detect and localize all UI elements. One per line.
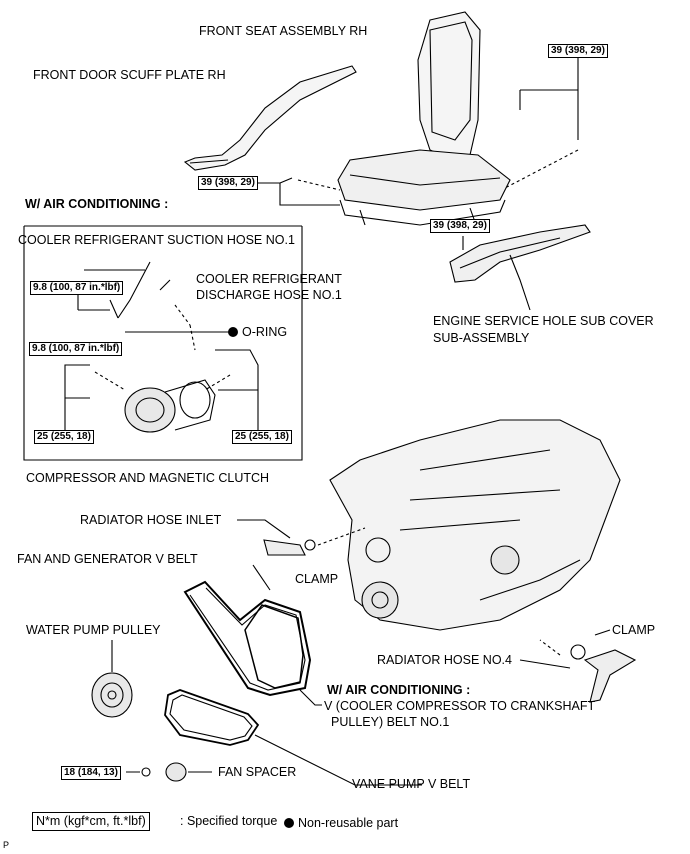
discharge-hose-label-line1: COOLER REFRIGERANT (196, 272, 342, 286)
legend-nonreusable-text: Non-reusable part (298, 816, 399, 830)
ac-belt-heading: W/ AIR CONDITIONING : (327, 683, 471, 697)
fan-belt-label: FAN AND GENERATOR V BELT (17, 552, 198, 566)
legend-torque-text: : Specified torque (180, 814, 278, 828)
torque-box-suction: 9.8 (100, 87 in.*lbf) (30, 281, 124, 295)
corner-mark: P (3, 840, 10, 850)
engine-cover-label-line2: SUB-ASSEMBLY (433, 331, 530, 345)
front-seat-label: FRONT SEAT ASSEMBLY RH (199, 24, 368, 38)
v-belt-label-line2: PULLEY) BELT NO.1 (331, 715, 450, 729)
front-seat-illustration (337, 11, 511, 226)
compressor-label: COMPRESSOR AND MAGNETIC CLUTCH (26, 471, 270, 485)
discharge-hose-label-line2: DISCHARGE HOSE NO.1 (196, 288, 342, 302)
belts-illustration (164, 580, 312, 746)
v-belt-label-line1: V (COOLER COMPRESSOR TO CRANKSHAFT (324, 699, 596, 713)
compressor-illustration (124, 379, 216, 433)
legend-dot-icon (284, 818, 294, 828)
non-reusable-dot-icon (228, 327, 238, 337)
o-ring-label: O-RING (228, 325, 287, 340)
torque-box-cover: 39 (398, 29) (430, 219, 490, 233)
legend-nonreusable: Non-reusable part (284, 816, 398, 831)
torque-box-discharge: 9.8 (100, 87 in.*lbf) (29, 342, 123, 356)
ac-section-heading: W/ AIR CONDITIONING : (25, 197, 169, 211)
water-pump-pulley-illustration (91, 672, 133, 718)
vane-pump-label: VANE PUMP V BELT (352, 777, 471, 791)
torque-box-compressor-right: 25 (255, 18) (232, 430, 292, 444)
clamp-label-1: CLAMP (295, 572, 339, 586)
scuff-plate-label: FRONT DOOR SCUFF PLATE RH (33, 68, 226, 82)
fan-spacer-label: FAN SPACER (218, 765, 297, 779)
legend-torque-unit: N*m (kgf*cm, ft.*lbf) (32, 812, 150, 831)
o-ring-text: O-RING (242, 325, 288, 339)
torque-box-seat-left: 39 (398, 29) (198, 176, 258, 190)
radiator-inlet-label: RADIATOR HOSE INLET (80, 513, 222, 527)
clamp-label-2: CLAMP (612, 623, 656, 637)
water-pump-label: WATER PUMP PULLEY (26, 623, 161, 637)
engine-cover-label-line1: ENGINE SERVICE HOLE SUB COVER (433, 314, 654, 328)
torque-box-fan: 18 (184, 13) (61, 766, 121, 780)
scuff-plate-illustration (183, 65, 357, 171)
engine-illustration (329, 419, 621, 631)
torque-box-compressor-left: 25 (255, 18) (34, 430, 94, 444)
suction-hose-label: COOLER REFRIGERANT SUCTION HOSE NO.1 (18, 233, 295, 247)
engine-cover-illustration (449, 224, 591, 283)
radiator-no4-label: RADIATOR HOSE NO.4 (377, 653, 512, 667)
torque-box-seat-top: 39 (398, 29) (548, 44, 608, 58)
